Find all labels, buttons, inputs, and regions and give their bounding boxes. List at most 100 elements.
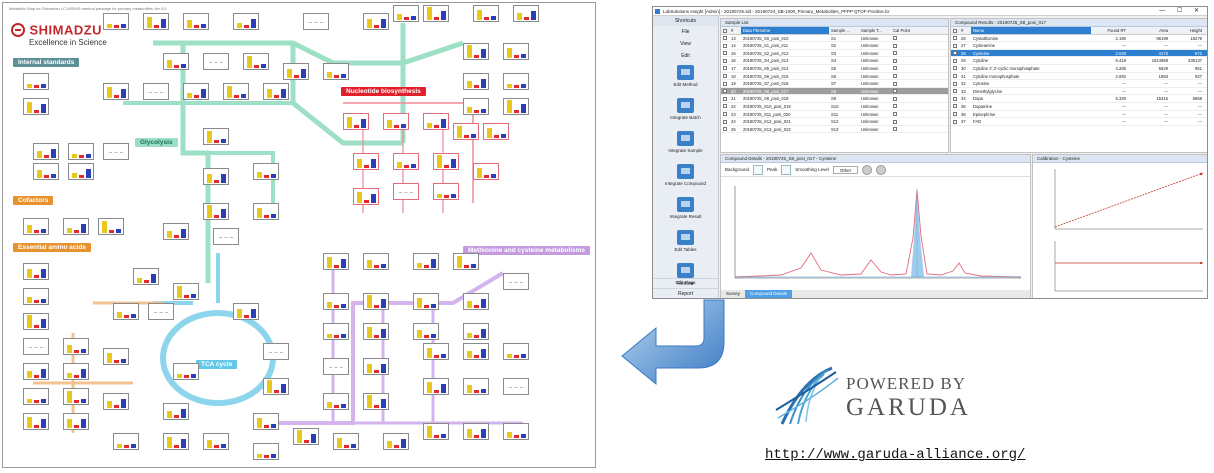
cal-point-checkbox[interactable] [893,81,897,86]
tool-edit-tables[interactable]: Edit Tables [653,230,718,260]
row-checkbox[interactable] [723,119,727,124]
zoom-in-icon[interactable] [862,164,873,175]
cal-point-checkbox[interactable] [893,58,897,63]
cal-point-checkbox[interactable] [893,43,897,48]
tool-integrate-batch[interactable]: Integrate Batch [653,98,718,128]
cal-point-checkbox[interactable] [893,96,897,101]
row-checkbox[interactable] [953,36,957,41]
nav-review[interactable]: Review [653,278,718,288]
row-checkbox[interactable] [723,104,727,109]
nav-report[interactable]: Report [653,288,718,298]
row-checkbox[interactable] [953,58,957,63]
col-cal-point[interactable]: Cal Point [893,28,910,33]
cal-point-checkbox[interactable] [893,89,897,94]
col-compound-index[interactable]: # [961,28,964,33]
row-checkbox[interactable] [953,81,957,86]
cal-point-checkbox[interactable] [893,104,897,109]
row-checkbox[interactable] [723,96,727,101]
row-checkbox[interactable] [723,127,727,132]
bar-red [484,175,489,178]
tool-integrate-result[interactable]: Integrate Result [653,197,718,227]
row-checkbox[interactable] [953,66,957,71]
smoothing-select[interactable]: Other [832,165,859,174]
col-sample-name[interactable]: Sample ... [831,28,850,33]
row-checkbox[interactable] [723,112,727,117]
row-checkbox[interactable] [953,43,957,48]
cal-point-checkbox[interactable] [893,36,897,41]
select-all-checkbox[interactable] [723,28,727,33]
menu-view[interactable]: View [680,41,691,47]
menu-file[interactable]: File [681,29,690,35]
window-controls[interactable]: — ☐ ✕ [1159,8,1204,14]
zoom-out-icon[interactable] [876,164,887,175]
menu-edit[interactable]: Edit [681,53,690,59]
row-checkbox[interactable] [953,104,957,109]
compound-select-all[interactable] [953,28,957,33]
garuda-url-link[interactable]: http://www.garuda-alliance.org/ [765,447,1026,463]
tool-edit-flags[interactable]: Edit Flags [653,263,718,293]
row-checkbox[interactable] [723,58,727,63]
cal-point-checkbox[interactable] [893,127,897,132]
row-checkbox[interactable] [953,74,957,79]
shortcuts-header[interactable]: Shortcuts [653,16,718,26]
col-found-rt[interactable]: Found RT [1107,28,1126,33]
row-checkbox[interactable] [953,89,957,94]
compound-cell: 31 [961,73,966,79]
cal-point-checkbox[interactable] [893,51,897,56]
row-checkbox[interactable] [723,51,727,56]
row-checkbox[interactable] [723,89,727,94]
col-area[interactable]: Area [1159,28,1168,33]
col-height[interactable]: Height [1189,28,1202,33]
peak-button[interactable] [781,164,792,175]
cal-point-checkbox[interactable] [893,112,897,117]
background-button[interactable] [753,164,764,175]
col-compound-name[interactable]: Name [971,27,1091,34]
tab-survey[interactable]: Survey [726,291,741,296]
row-checkbox[interactable] [723,66,727,71]
cal-point-checkbox[interactable] [893,119,897,124]
col-sample-type[interactable]: Sample T... [861,28,882,33]
row-checkbox[interactable] [953,112,957,117]
tool-edit-method[interactable]: Edit Method [653,65,718,95]
cal-point-checkbox[interactable] [893,74,897,79]
tab-compound-details[interactable]: Compound Details [745,290,793,298]
row-checkbox[interactable] [723,36,727,41]
row-checkbox[interactable] [723,81,727,86]
col-data-filename[interactable]: Data Filename [741,27,829,34]
row-checkbox[interactable] [723,74,727,79]
cal-point-checkbox[interactable] [893,66,897,71]
sample-cell: 20190725_S13_posi_022 [743,126,791,132]
col-index[interactable]: # [731,28,734,33]
tool-integrate-sample[interactable]: Integrate Sample [653,131,718,161]
tool-integrate-compound[interactable]: Integrate Compound [653,164,718,194]
row-checkbox[interactable] [953,51,957,56]
row-checkbox[interactable] [953,119,957,124]
row-checkbox[interactable] [953,96,957,101]
row-checkbox[interactable] [723,43,727,48]
